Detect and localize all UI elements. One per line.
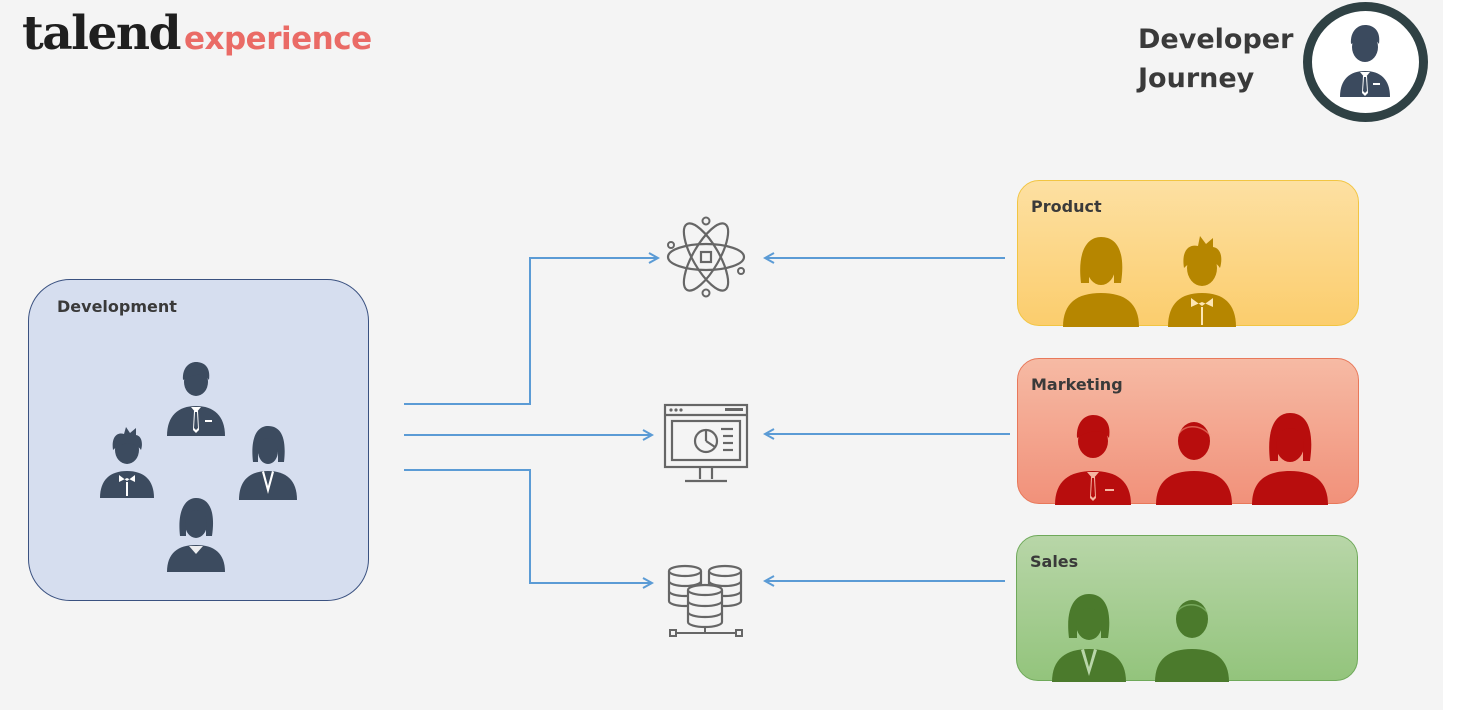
journey-line-1: Developer (1138, 24, 1294, 55)
marketing-group-box: Marketing (1017, 358, 1359, 505)
product-group-box: Product (1017, 180, 1359, 327)
businessman-icon (1055, 415, 1131, 505)
dev-to-database-arrow (404, 469, 652, 583)
woman-icon (1063, 237, 1139, 327)
database-stack-icon (667, 564, 743, 637)
dashboard-monitor-icon (663, 403, 749, 483)
sales-group-box: Sales (1016, 535, 1358, 682)
product-title: Product (1031, 197, 1102, 216)
logo-suffix: experience (183, 21, 372, 57)
atom-icon (666, 216, 746, 298)
developer-journey-title: Developer Journey (1138, 20, 1293, 98)
sales-title: Sales (1030, 552, 1079, 571)
dev-to-atom-arrow (404, 258, 658, 405)
businessman-icon (1340, 25, 1390, 97)
marketing-title: Marketing (1031, 375, 1123, 394)
journey-line-2: Journey (1138, 63, 1255, 94)
development-group-box: Development (28, 279, 369, 601)
development-title: Development (57, 297, 177, 316)
man-icon (1155, 600, 1229, 682)
businesswoman-icon (1052, 594, 1126, 682)
developer-avatar (1303, 2, 1428, 122)
businesswoman-icon (239, 426, 297, 500)
young-man-icon (100, 427, 154, 498)
young-man-icon (1168, 236, 1236, 327)
logo-brand: talend (22, 6, 181, 61)
man-icon (1156, 422, 1232, 505)
businessman-icon (167, 362, 225, 436)
woman-icon (167, 498, 225, 572)
woman-icon (1252, 413, 1328, 505)
